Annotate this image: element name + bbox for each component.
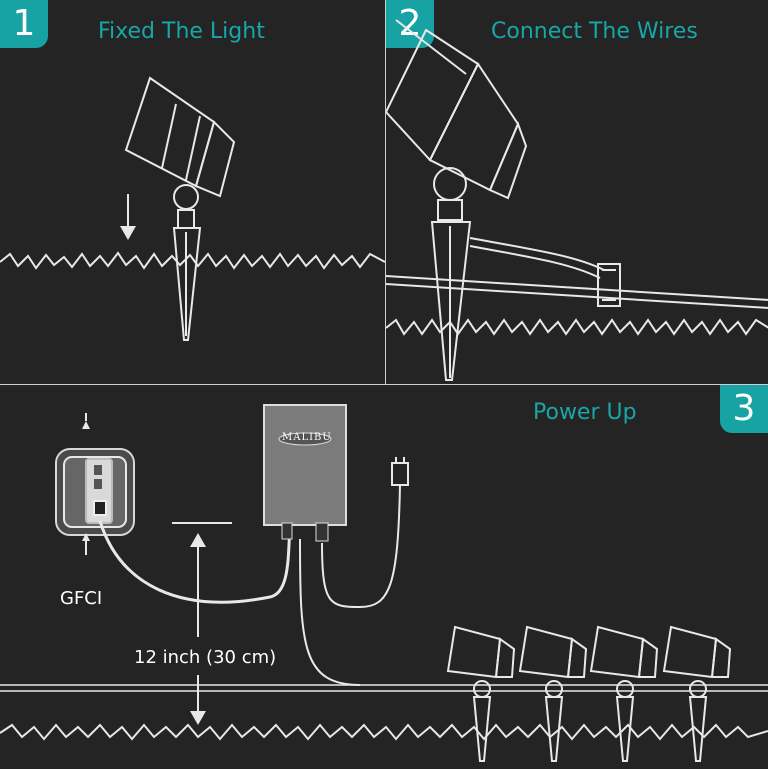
- output-cable: [299, 538, 361, 686]
- step-1-illustration: [0, 76, 385, 341]
- spotlight-3-icon: [589, 625, 659, 762]
- ground-line: [386, 318, 768, 336]
- spotlight-2-icon: [518, 625, 588, 762]
- step-1-panel: 1 Fixed The Light: [0, 0, 385, 384]
- step-2-title: Connect The Wires: [491, 19, 698, 44]
- step-3-title: Power Up: [533, 400, 637, 425]
- step-1-title: Fixed The Light: [98, 19, 265, 44]
- spotlight-4-icon: [662, 625, 732, 762]
- transformer-icon: [263, 404, 347, 542]
- spotlight-1-icon: [446, 625, 516, 762]
- spotlight-icon: [124, 76, 236, 341]
- ground-line: [0, 723, 768, 741]
- step-3-panel: 3 Power Up: [0, 384, 768, 768]
- step-1-badge: 1: [0, 0, 48, 48]
- ground-cable: [0, 684, 768, 692]
- step-2-illustration: [386, 19, 768, 381]
- step-3-illustration: [0, 404, 768, 762]
- ground-line: [0, 251, 385, 270]
- gfci-label: GFCI: [60, 588, 103, 609]
- measurement-arrows: [172, 522, 232, 725]
- distance-label: 12 inch (30 cm): [134, 647, 277, 668]
- power-cord: [98, 520, 292, 604]
- down-arrow-icon: [120, 194, 136, 240]
- step-2-panel: 2 Connect The Wires: [385, 0, 768, 384]
- spotlight-row: [446, 625, 732, 762]
- step-3-badge: 3: [720, 385, 768, 433]
- gfci-outlet-icon: [55, 413, 135, 555]
- spotlight-icon: [386, 19, 528, 381]
- connector-icon: [469, 237, 621, 307]
- step-2-badge: 2: [386, 0, 434, 48]
- transformer-brand: MALIBU: [282, 432, 332, 443]
- plug-connector-icon: [321, 457, 409, 609]
- main-cable: [386, 275, 768, 309]
